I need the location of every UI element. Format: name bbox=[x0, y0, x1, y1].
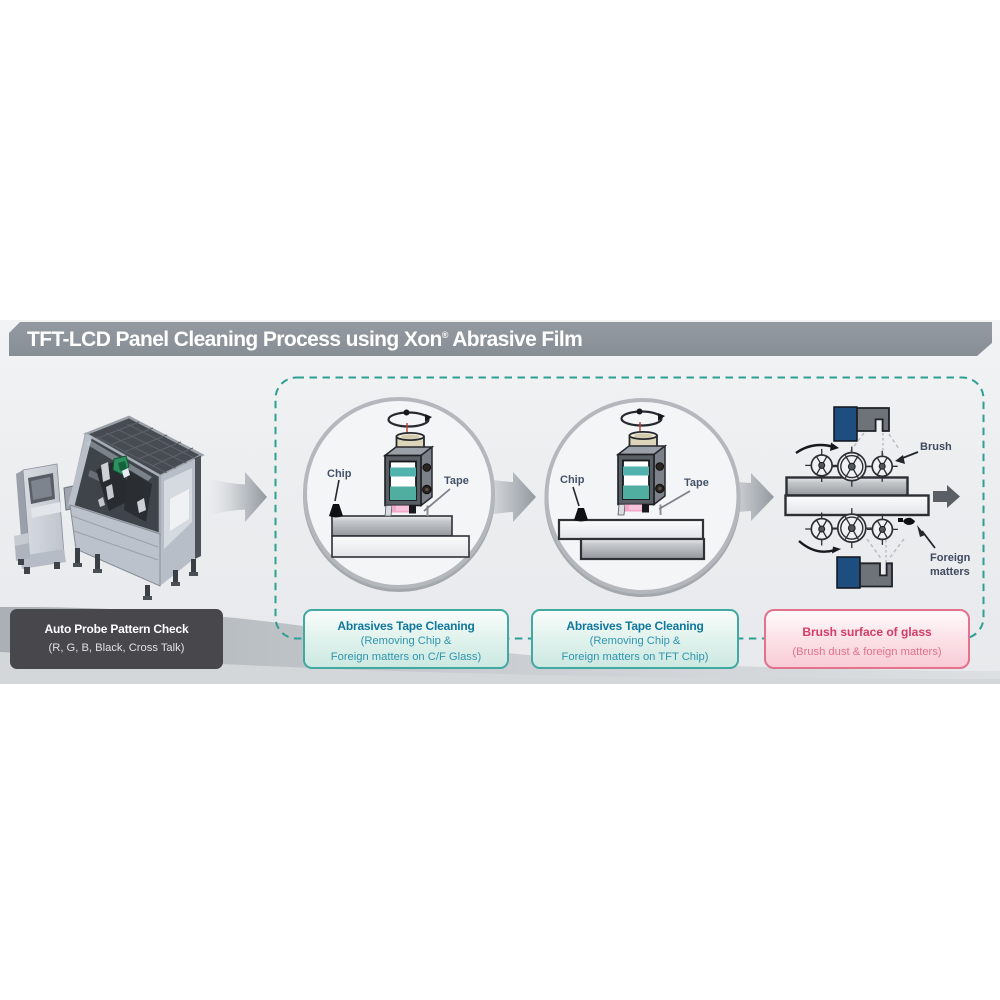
svg-text:Chip: Chip bbox=[327, 468, 352, 480]
svg-text:Chip: Chip bbox=[560, 474, 585, 486]
svg-text:Tape: Tape bbox=[684, 477, 709, 489]
svg-text:Foreign: Foreign bbox=[930, 552, 971, 564]
svg-text:Tape: Tape bbox=[444, 475, 469, 487]
svg-text:Brush: Brush bbox=[920, 441, 952, 453]
svg-text:matters: matters bbox=[930, 566, 970, 578]
